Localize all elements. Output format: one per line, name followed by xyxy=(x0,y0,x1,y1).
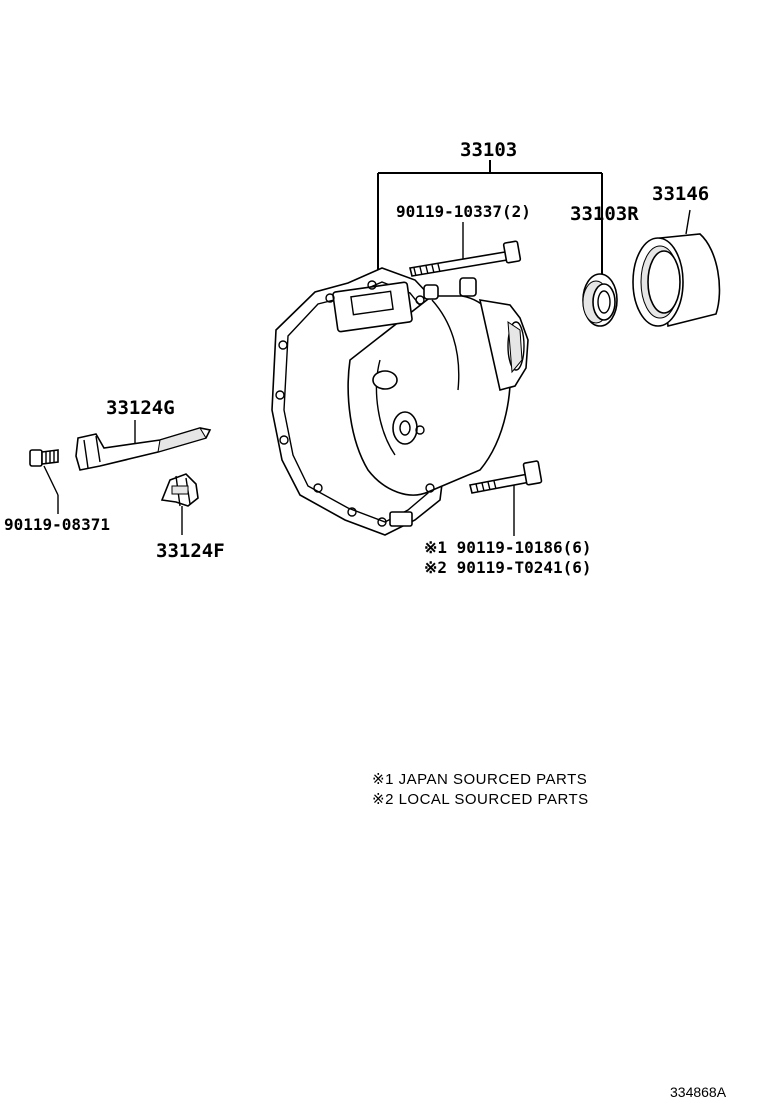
clip-33124F-shape xyxy=(160,473,199,535)
label-33103R: 33103R xyxy=(570,203,639,225)
note-japan: ※1 JAPAN SOURCED PARTS xyxy=(372,771,587,788)
label-33124G: 33124G xyxy=(106,397,175,419)
bolt-90119-10186-shape xyxy=(469,460,543,536)
label-33146: 33146 xyxy=(652,183,709,205)
cover-33146-shape xyxy=(632,209,721,328)
bracket-33124G-shape xyxy=(75,420,212,471)
note-local: ※2 LOCAL SOURCED PARTS xyxy=(372,791,589,808)
label-33124F: 33124F xyxy=(156,540,225,562)
label-bolt-left: 90119-08371 xyxy=(4,515,110,534)
oil-seal-33103R-shape xyxy=(582,273,618,327)
extension-housing xyxy=(271,267,529,536)
reference-code: 334868A xyxy=(670,1084,727,1100)
label-bolt-bottom-2: ※2 90119-T0241(6) xyxy=(424,558,592,577)
bolt-90119-08371-shape xyxy=(29,449,59,514)
label-bolt-bottom-1: ※1 90119-10186(6) xyxy=(424,538,592,557)
label-33103: 33103 xyxy=(460,139,517,161)
label-bolt-top: 90119-10337(2) xyxy=(396,202,531,221)
bolt-90119-10337-shape xyxy=(409,222,522,277)
